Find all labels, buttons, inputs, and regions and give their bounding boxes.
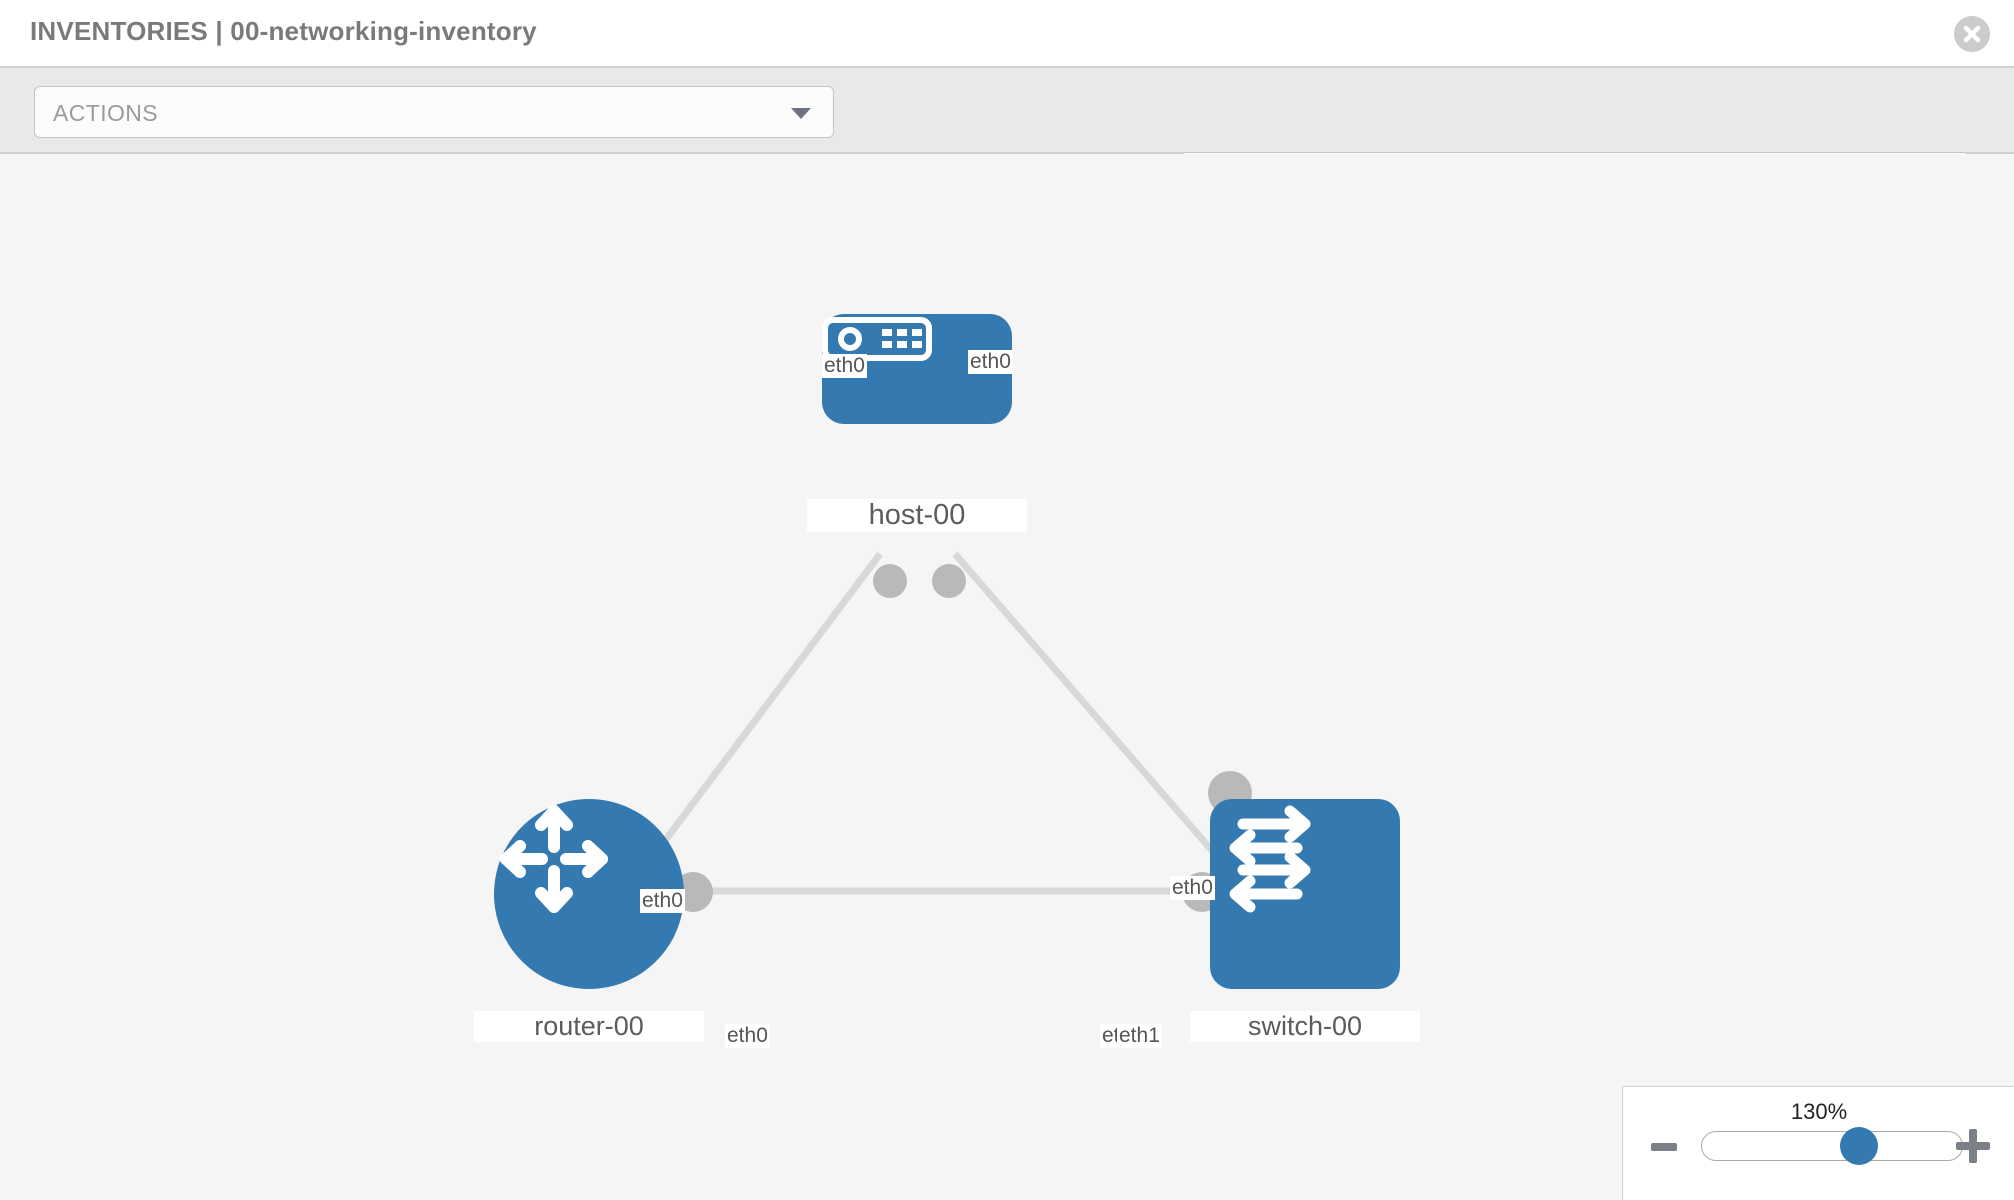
port-label-router-top: eth0 [640,889,685,913]
connector-dot [873,564,907,598]
zoom-slider-handle[interactable] [1839,1127,1878,1165]
node-shape-router[interactable] [494,799,684,989]
node-shape-switch[interactable] [1210,799,1400,989]
port-label-host-right: eth0 [968,350,1013,374]
node-label-router-00: router-00 [474,1011,704,1042]
port-label-switch-left-eth1: eth1 [1117,1024,1162,1048]
actions-dropdown-label: ACTIONS [53,100,159,126]
node-switch-00[interactable]: switch-00 [1190,799,1420,1049]
page-header: INVENTORIES | 00-networking-inventory [0,0,2014,68]
topology-canvas[interactable]: host-00 eth0 eth0 router [0,154,2014,1200]
zoom-out-button[interactable] [1651,1143,1677,1151]
close-icon[interactable] [1954,16,1990,52]
port-label-host-left: eth0 [822,354,867,378]
port-label-router-right: eth0 [725,1024,770,1048]
zoom-control: 130% [1622,1086,2014,1200]
router-arrows-icon [500,805,608,913]
node-router-00[interactable]: router-00 [474,799,704,1049]
toolbar: ACTIONS SEARCH [0,68,2014,206]
page-title: INVENTORIES | 00-networking-inventory [30,16,537,46]
switch-arrows-icon [1229,805,1311,913]
zoom-in-button[interactable] [1956,1129,1990,1163]
chevron-down-icon [791,108,811,119]
node-label-switch-00: switch-00 [1190,1011,1420,1042]
actions-dropdown[interactable]: ACTIONS [34,86,834,138]
zoom-slider-track[interactable] [1701,1131,1963,1161]
port-label-switch-top: eth0 [1170,876,1215,900]
zoom-percent-label: 130% [1790,1099,1848,1124]
connector-dot [932,564,966,598]
topology-graph: host-00 eth0 eth0 router [0,154,2014,1200]
topology-edges [652,551,1218,895]
server-appliance-icon [822,317,932,361]
node-label-host-00: host-00 [807,499,1027,532]
